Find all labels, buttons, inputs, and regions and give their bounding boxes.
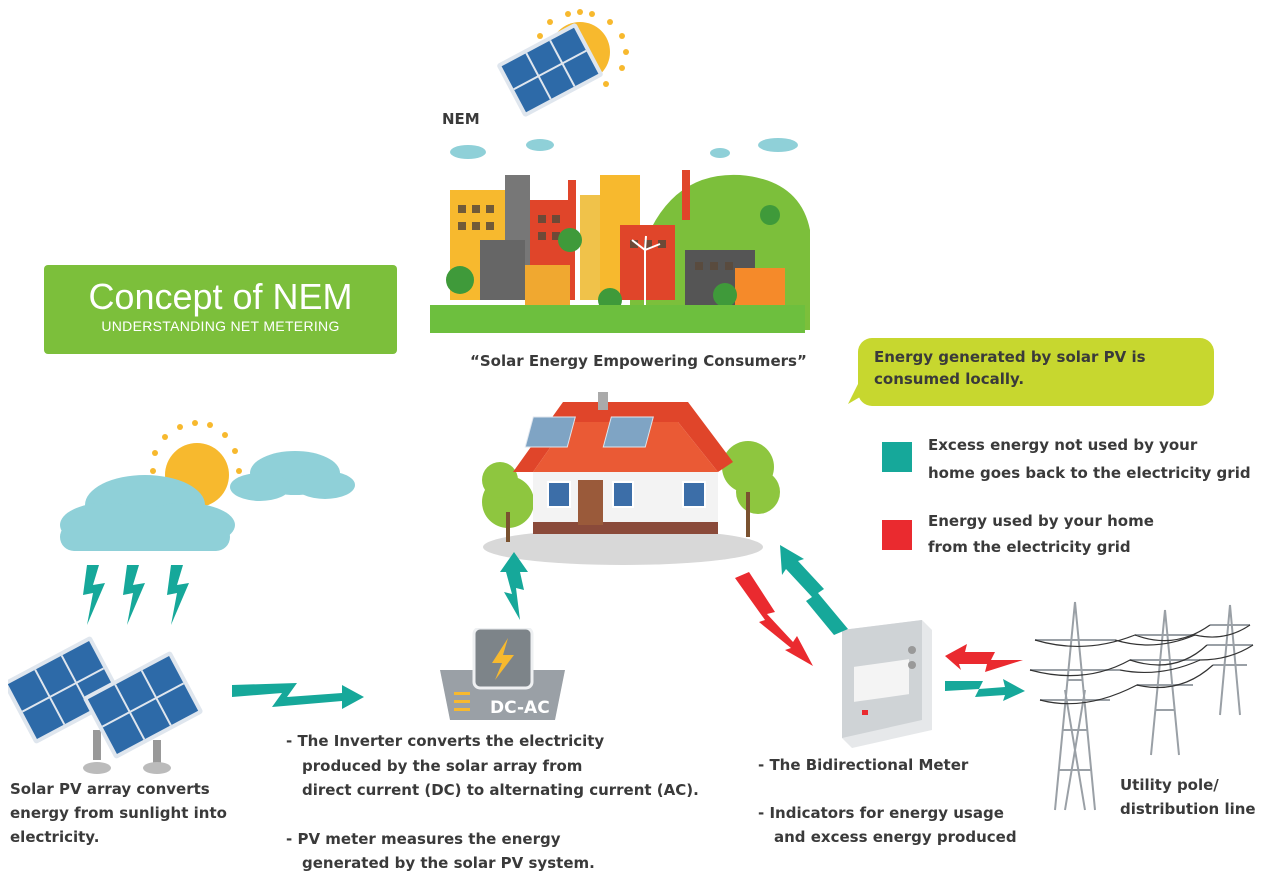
ground [430,305,805,333]
inverter-icon [440,628,565,720]
meter-text-line2: - Indicators for energy usage [758,804,1004,822]
bolt-arrow-to-house [500,552,528,620]
inverter-label: DC-AC [490,698,550,718]
callout-tail [848,380,876,404]
roof-panel-icon [524,416,654,448]
utility-pole-icon [1029,601,1254,811]
nem-panel-icon [497,23,603,117]
city-scene [430,9,810,333]
inverter-text-line1: - The Inverter converts the electricity [286,732,605,750]
meter-text-line3: and excess energy produced [774,828,1017,846]
weather-scene [60,420,355,625]
legend-teal-line1: Excess energy not used by your [928,436,1198,454]
buildings [450,170,785,310]
city-caption: “Solar Energy Empowering Consumers” [470,352,807,370]
house-icon [482,392,780,565]
legend-red-line2: from the electricity grid [928,538,1131,556]
windmill-icon [631,235,661,305]
legend-red-line1: Energy used by your home [928,512,1154,530]
inverter-text-line5: generated by the solar PV system. [302,854,595,872]
trees [446,205,780,312]
solar-text-line1: Solar PV array converts [10,780,210,798]
inverter-text-line4: - PV meter measures the energy [286,830,561,848]
cloud-icon [450,138,798,159]
meter-text-line1: - The Bidirectional Meter [758,756,969,774]
teal-bolt-to-house [780,545,848,635]
bidirectional-meter-icon [842,620,932,748]
solar-text-line2: energy from sunlight into [10,804,227,822]
red-bolt-from-grid [945,644,1023,672]
title-box: Concept of NEM UNDERSTANDING NET METERIN… [44,265,397,354]
pole-text-line1: Utility pole/ [1120,776,1219,794]
teal-bolt-to-grid [945,679,1025,701]
nem-panel-label: NEM [442,110,480,128]
page-subtitle: UNDERSTANDING NET METERING [101,318,340,334]
callout-text: Energy generated by solar PV is consumed… [874,348,1146,388]
legend-teal-line2: home goes back to the electricity grid [928,464,1251,482]
red-bolt-to-meter [735,572,813,666]
legend-swatch-red [882,520,912,550]
bolt-arrow-to-inverter [232,683,364,709]
solar-text-line3: electricity. [10,828,100,846]
pole-text-line2: distribution line [1120,800,1256,818]
legend-swatch-teal [882,442,912,472]
inverter-text-line3: direct current (DC) to alternating curre… [302,781,699,799]
callout-bubble [858,338,1214,406]
inverter-text-line2: produced by the solar array from [302,757,583,775]
page-title: Concept of NEM [88,276,353,317]
cloud-icon [60,451,355,551]
bolt-icon [83,565,189,625]
solar-array-icon [8,636,203,774]
